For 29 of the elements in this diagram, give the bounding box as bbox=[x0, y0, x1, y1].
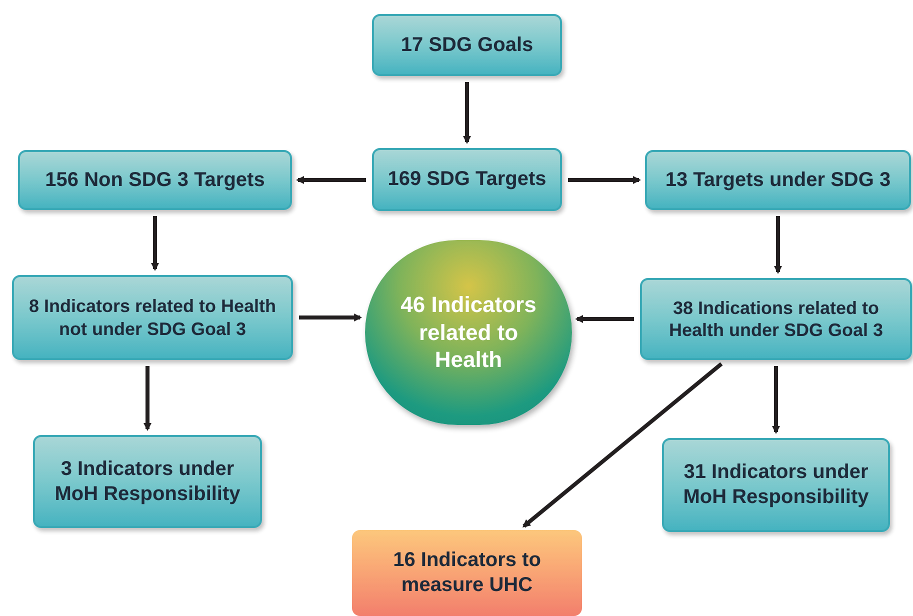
process-box bbox=[662, 438, 890, 532]
arrow bbox=[299, 314, 362, 322]
node-label: 17 SDG Goals bbox=[400, 32, 534, 58]
arrow bbox=[575, 315, 634, 323]
node-label: 31 Indicators under MoH Responsibility bbox=[682, 460, 870, 510]
process-box bbox=[18, 150, 292, 210]
arrow bbox=[522, 362, 723, 528]
node-label: 16 Indicators to measure UHC bbox=[392, 548, 542, 598]
process-box bbox=[372, 148, 562, 211]
node-label: 46 Indicators related to Health bbox=[400, 291, 538, 374]
process-box bbox=[12, 275, 293, 360]
process-box bbox=[33, 435, 262, 528]
process-box bbox=[352, 530, 582, 616]
node-label: 38 Indications related to Health under SDG Goal 3 bbox=[668, 296, 884, 342]
node-label: 3 Indicators under MoH Responsibility bbox=[54, 456, 242, 506]
node-label: 8 Indicators related to Health not under SDG Goal 3 bbox=[28, 295, 278, 340]
process-box bbox=[372, 14, 562, 76]
node-label: 13 Targets under SDG 3 bbox=[665, 168, 891, 192]
arrow bbox=[774, 216, 782, 274]
arrow bbox=[296, 176, 366, 184]
node-label: 156 Non SDG 3 Targets bbox=[45, 168, 265, 192]
arrow bbox=[151, 216, 159, 271]
arrow bbox=[772, 366, 780, 434]
node-label: 169 SDG Targets bbox=[388, 167, 546, 192]
arrow bbox=[144, 366, 152, 431]
process-box bbox=[640, 278, 912, 360]
process-box bbox=[645, 150, 911, 210]
arrow bbox=[463, 82, 471, 144]
arrow bbox=[568, 176, 641, 184]
